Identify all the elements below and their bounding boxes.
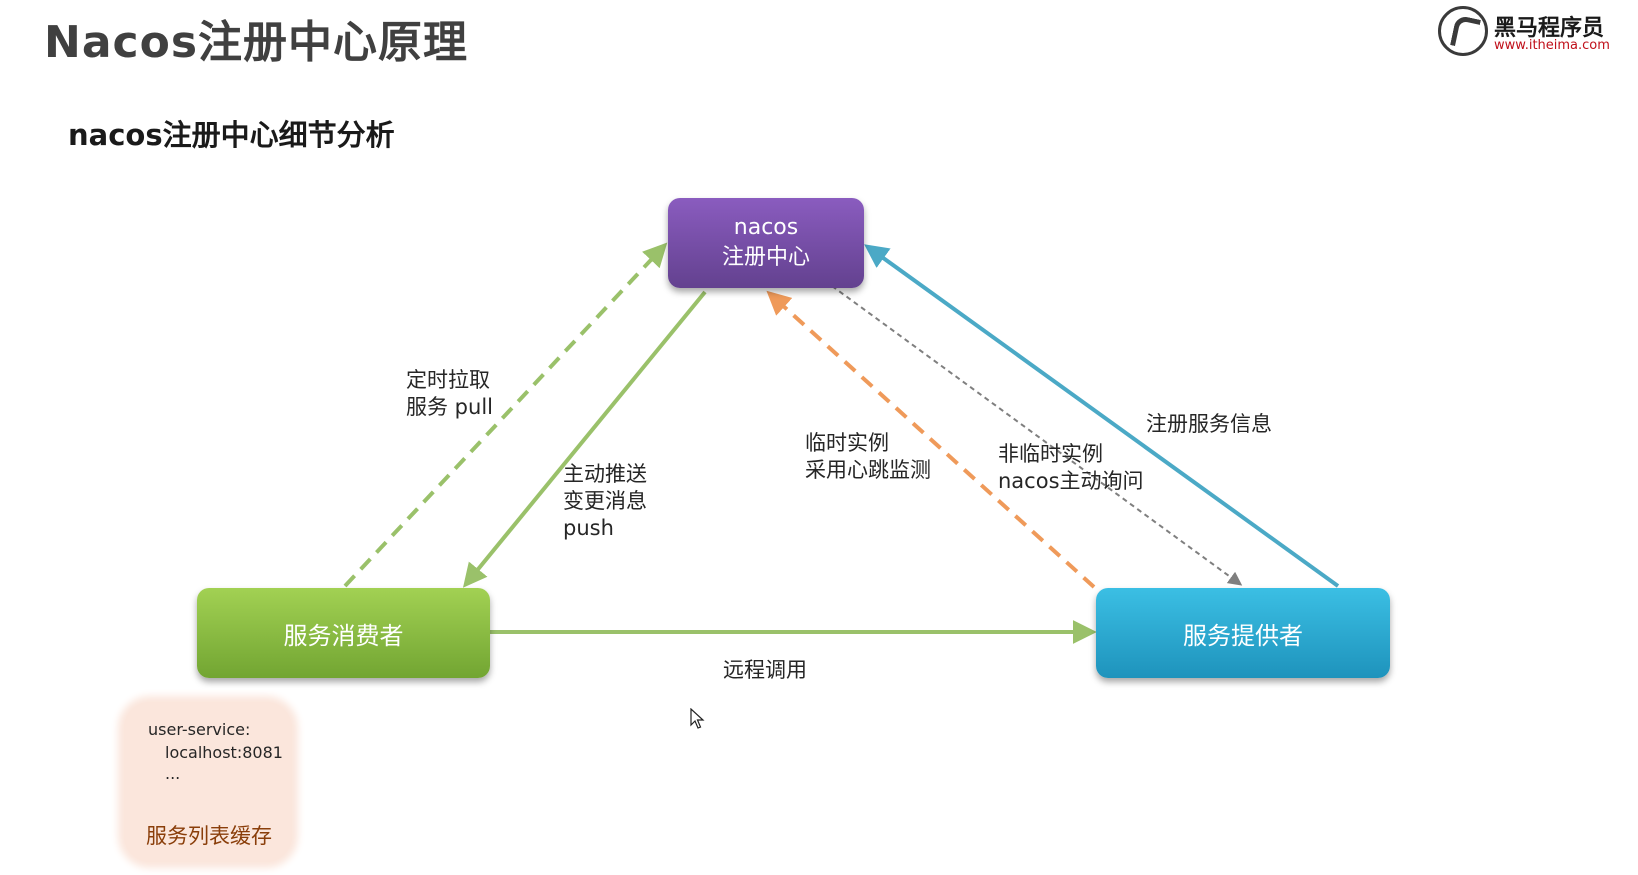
registry-role: 注册中心 <box>721 245 810 270</box>
consumer-label: 服务消费者 <box>283 621 404 650</box>
cache-address: localhost:8081 <box>165 743 283 762</box>
logo: 黑马程序员 www.itheima.com <box>1438 4 1638 60</box>
registry-name: nacos <box>733 215 799 240</box>
provider-label: 服务提供者 <box>1183 621 1303 650</box>
cache-ellipsis: ... <box>165 764 181 783</box>
register-label: 注册服务信息 <box>1146 412 1272 436</box>
section-subtitle: nacos注册中心细节分析 <box>68 118 395 152</box>
mouse-pointer-icon <box>690 708 705 729</box>
cache-title: 服务列表缓存 <box>146 824 272 848</box>
service-consumer-node: 服务消费者 <box>197 588 490 678</box>
pull-arrow <box>343 242 668 588</box>
page-title: Nacos注册中心原理 <box>44 17 469 68</box>
service-provider-node: 服务提供者 <box>1096 588 1390 678</box>
pull-label: 定时拉取 服务 pull <box>406 368 493 419</box>
push-arrow <box>462 290 707 588</box>
horse-logo-icon <box>1438 6 1488 56</box>
service-list-cache: user-service: localhost:8081 ... 服务列表缓存 <box>124 702 292 862</box>
cache-service-name: user-service: <box>148 720 251 739</box>
logo-url: www.itheima.com <box>1494 38 1610 53</box>
probe-arrow <box>831 285 1243 586</box>
heartbeat-arrow <box>766 290 1096 589</box>
register-arrow <box>864 244 1340 588</box>
heartbeat-label: 临时实例 采用心跳监测 <box>805 431 931 482</box>
nacos-registry-node: nacos 注册中心 <box>668 198 864 288</box>
push-label: 主动推送 变更消息 push <box>563 462 647 540</box>
remote-call-label: 远程调用 <box>723 658 807 682</box>
logo-name: 黑马程序员 <box>1494 16 1605 41</box>
probe-label: 非临时实例 nacos主动询问 <box>998 442 1144 493</box>
